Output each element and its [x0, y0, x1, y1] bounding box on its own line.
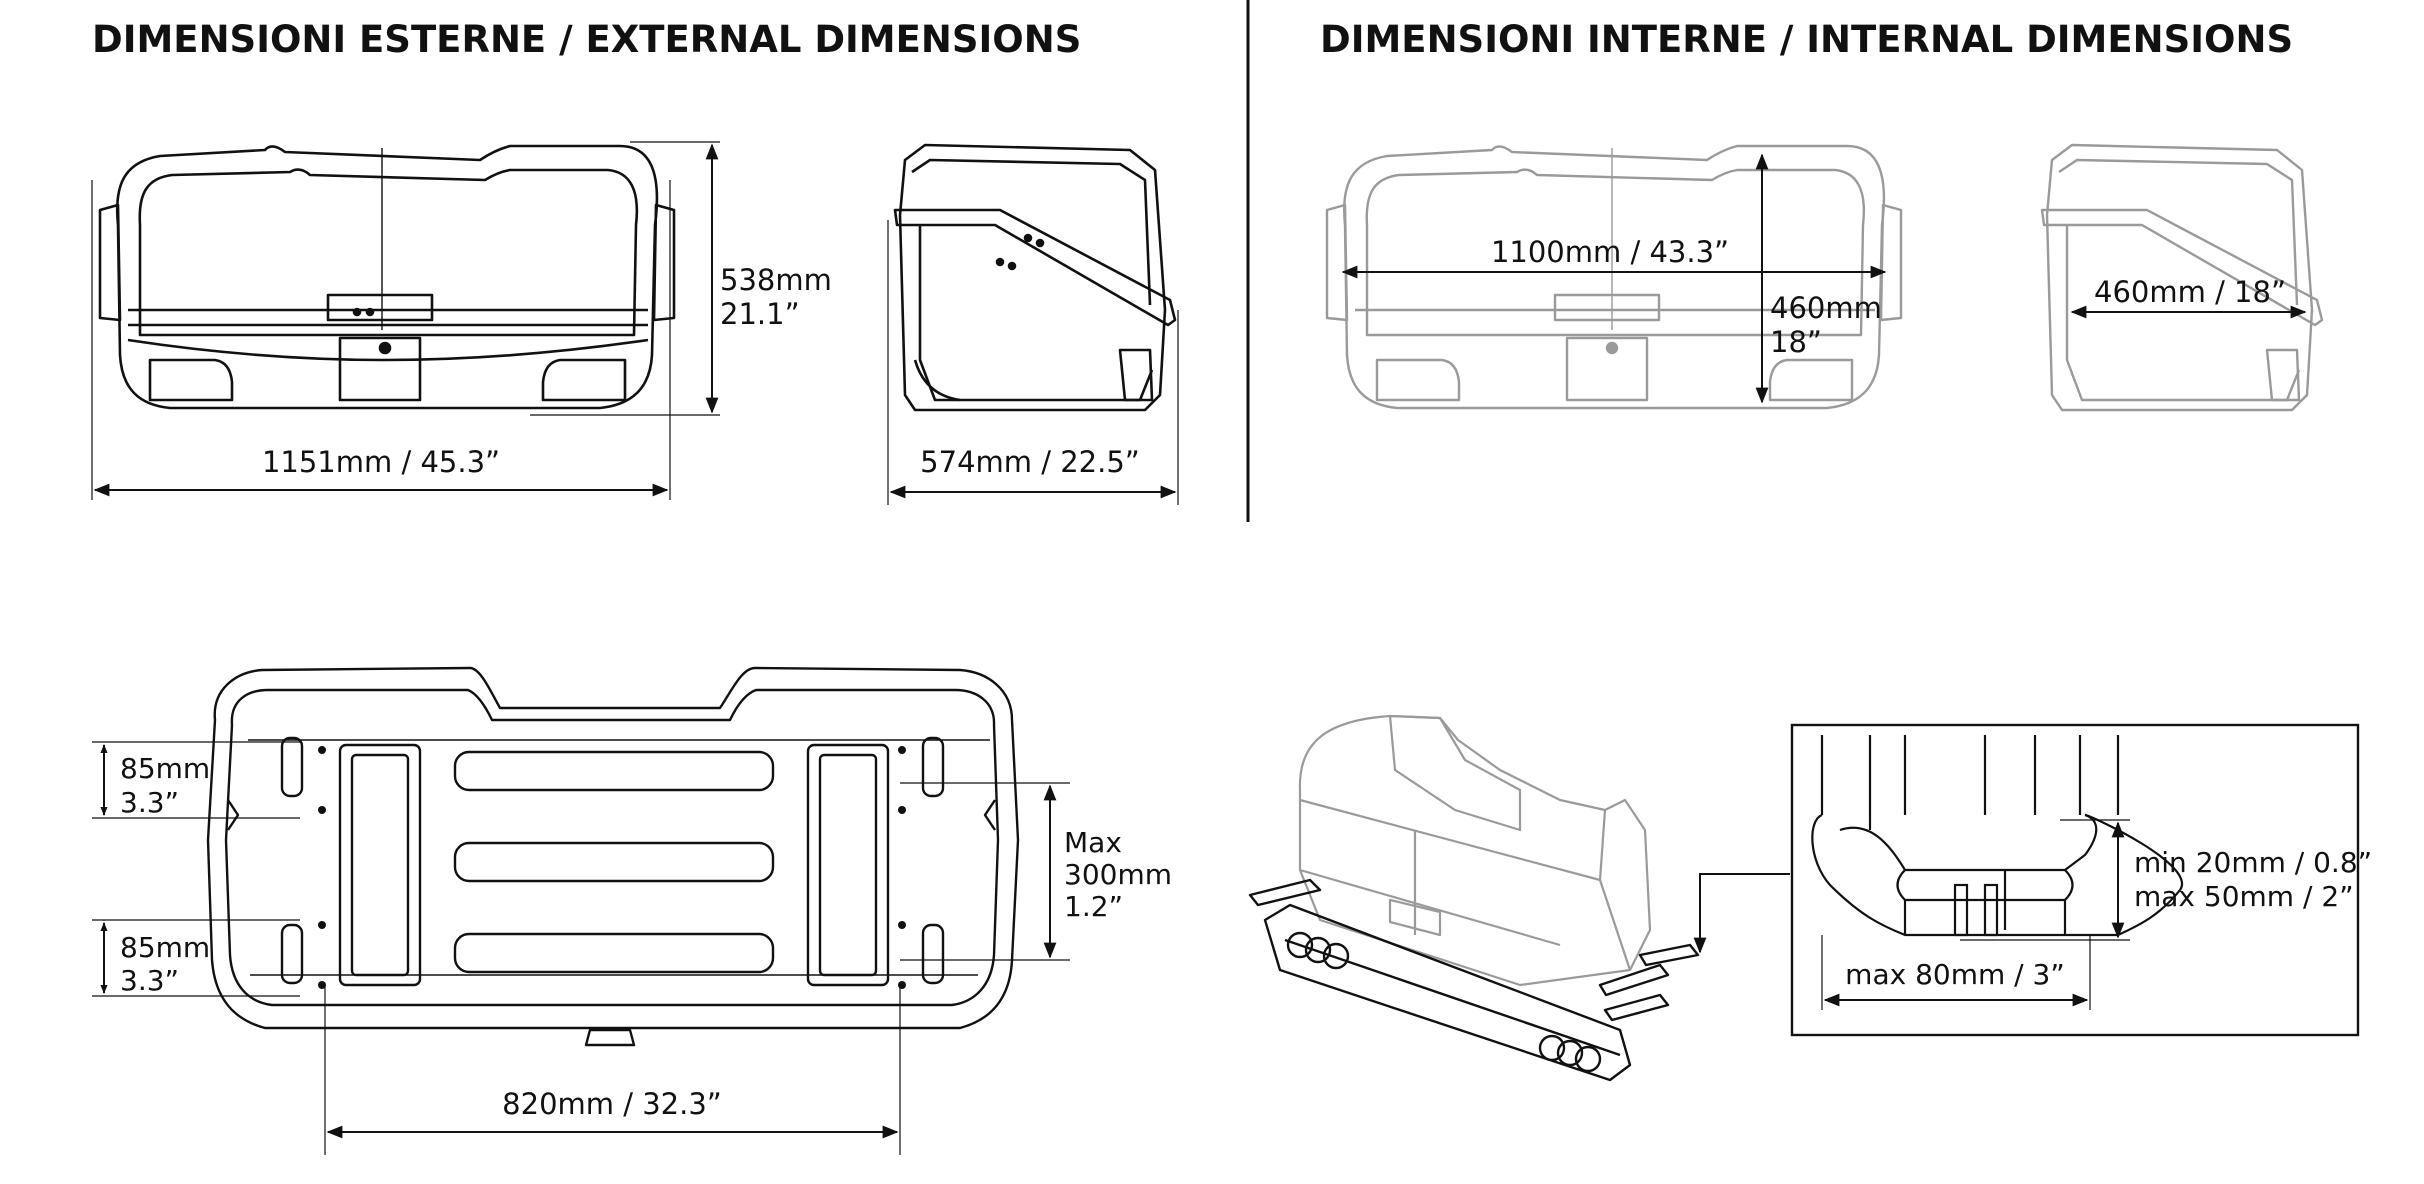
internal-dimensions-title: DIMENSIONI INTERNE / INTERNAL DIMENSIONS [1320, 18, 2294, 61]
internal-depth-label: 460mm / 18” [2094, 275, 2286, 309]
bar-detail-drawing [1811, 735, 2184, 937]
internal-depth-dimension: 460mm / 18” [2070, 275, 2307, 319]
external-width-dimension: 1151mm / 45.3” [91, 180, 671, 500]
external-dimensions-title: DIMENSIONI ESTERNE / EXTERNAL DIMENSIONS [92, 18, 1082, 61]
base-max-dimension: Max 300mm 1.2” [900, 782, 1172, 961]
internal-width-label: 1100mm / 43.3” [1491, 235, 1729, 269]
base-lower-gap-dimension: 85mm 3.3” [92, 919, 300, 997]
external-width-label: 1151mm / 45.3” [262, 445, 500, 479]
base-upper-gap-in: 3.3” [120, 786, 179, 819]
external-front-view [98, 144, 676, 410]
external-depth-dimension: 574mm / 22.5” [887, 220, 1179, 505]
detail-pointer [1693, 873, 1790, 954]
bar-thickness-min: min 20mm / 0.8” [2134, 846, 2372, 879]
base-bottom-view [206, 666, 1020, 1047]
internal-front-view [1325, 144, 1903, 410]
base-rail-span-dimension: 820mm / 32.3” [324, 985, 901, 1155]
internal-height-mm: 460mm [1770, 291, 1882, 325]
bar-width-dimension: max 80mm / 3” [1821, 935, 2091, 1010]
base-lower-gap-in: 3.3” [120, 964, 179, 997]
bar-detail-box [1790, 723, 2360, 1037]
bar-thickness-dimension: min 20mm / 0.8” max 50mm / 2” [1960, 819, 2372, 941]
external-height-in: 21.1” [720, 297, 800, 331]
base-lower-gap-mm: 85mm [120, 931, 210, 964]
internal-width-dimension: 1100mm / 43.3” [1341, 235, 1887, 279]
bar-thickness-max: max 50mm / 2” [2134, 880, 2354, 913]
base-max-mm: 300mm [1064, 858, 1172, 891]
base-max-in: 1.2” [1064, 890, 1123, 923]
base-max-label: Max [1064, 826, 1122, 859]
internal-height-in: 18” [1770, 325, 1822, 359]
bar-width-max: max 80mm / 3” [1845, 958, 2065, 991]
external-depth-label: 574mm / 22.5” [920, 445, 1140, 479]
external-height-dimension: 538mm 21.1” [530, 141, 832, 416]
internal-side-view [2040, 143, 2324, 412]
base-mount-holes [318, 746, 906, 989]
base-upper-gap-mm: 85mm [120, 752, 210, 785]
external-height-mm: 538mm [720, 263, 832, 297]
base-upper-gap-dimension: 85mm 3.3” [92, 741, 300, 819]
base-rail-span-label: 820mm / 32.3” [502, 1087, 722, 1121]
external-side-view [893, 143, 1177, 412]
perspective-view [1248, 714, 1700, 1082]
internal-height-dimension: 460mm 18” [1755, 153, 1882, 404]
